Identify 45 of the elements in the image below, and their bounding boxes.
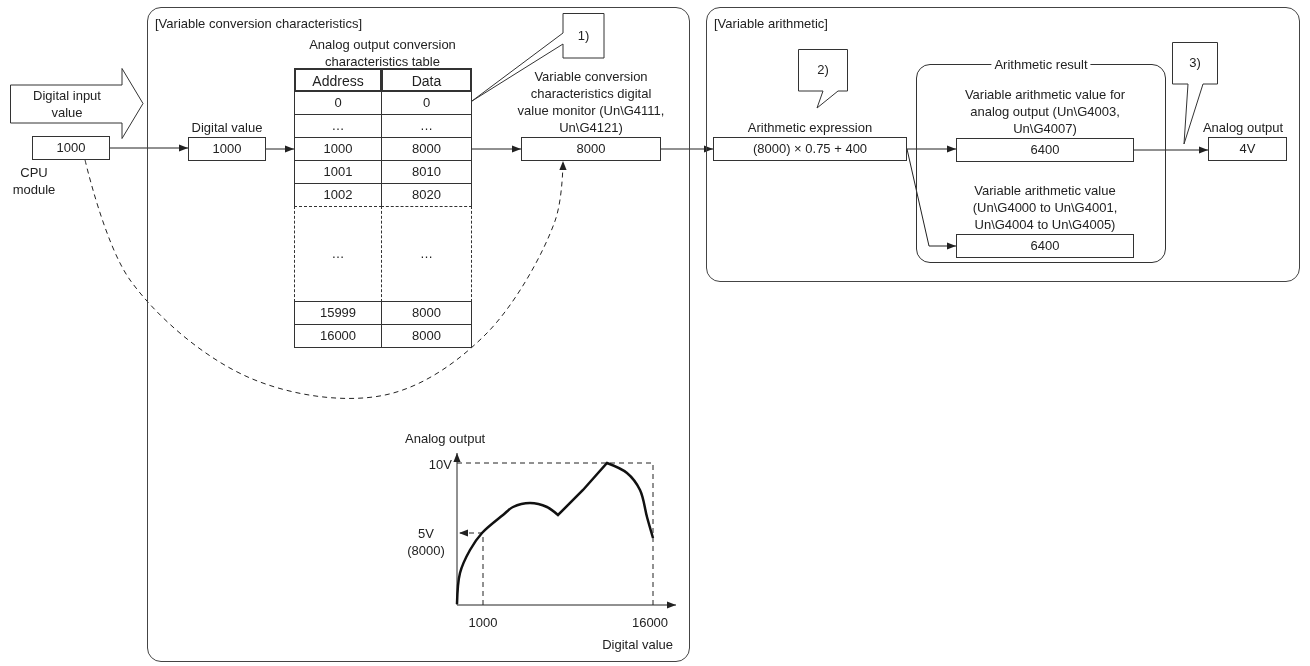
box-heading: Analog output <box>1201 119 1285 136</box>
callout-number: 2) <box>816 61 830 78</box>
axis-label: 5V (8000) <box>406 525 446 559</box>
axis-label: 16000 <box>630 614 670 631</box>
axis-label: Analog output <box>405 430 487 447</box>
box-heading: Variable arithmetic value for analog output (Un\G4003, Un\G4007) <box>963 86 1127 137</box>
table-cell: 16000 <box>294 324 382 348</box>
arrow-label: Digital input value <box>32 87 102 121</box>
axis-label: 1000 <box>467 614 499 631</box>
table-cell: … <box>294 206 382 302</box>
value-box: (8000) × 0.75 + 400 <box>713 137 907 161</box>
panel-title: [Variable arithmetic] <box>714 15 828 32</box>
value-box: 6400 <box>956 138 1134 162</box>
arrow <box>471 145 522 153</box>
box-heading: Variable conversion characteristics digital value monitor (Un\G4111, Un\G4121) <box>516 68 666 136</box>
arrow <box>84 159 567 399</box>
table-cell: 8000 <box>381 324 472 348</box>
arrow <box>906 145 957 153</box>
arrow <box>265 145 295 153</box>
panel <box>147 7 690 662</box>
box-heading: Digital value <box>190 119 264 136</box>
panel <box>706 7 1300 282</box>
arrow <box>906 148 957 250</box>
panel-title: [Variable conversion characteristics] <box>155 15 363 32</box>
table-header-cell: Data <box>381 68 472 92</box>
table-title: Analog output conversion characteristics table <box>308 36 457 70</box>
caption-text: CPU module <box>11 164 57 198</box>
axis-label: Digital value <box>601 636 673 653</box>
arrow <box>660 145 714 153</box>
callout-number: 1) <box>576 26 591 44</box>
box-heading: Variable arithmetic value (Un\G4000 to Un\G4001, Un\G4004 to Un\G4005) <box>971 182 1119 233</box>
table-cell: … <box>381 206 472 302</box>
axis-label: 10V <box>427 456 452 473</box>
table-cell: 8000 <box>381 301 472 325</box>
arrow <box>1133 146 1209 154</box>
arrow <box>109 144 189 152</box>
value-box: 6400 <box>956 234 1134 258</box>
callout-number: 3) <box>1188 54 1202 71</box>
table-cell: 15999 <box>294 301 382 325</box>
value-box: 4V <box>1208 137 1287 161</box>
value-box: 8000 <box>521 137 661 161</box>
value-box: 1000 <box>32 136 110 160</box>
value-box: 1000 <box>188 137 266 161</box>
table-header-cell: Address <box>294 68 382 92</box>
box-heading: Arithmetic expression <box>746 119 874 136</box>
